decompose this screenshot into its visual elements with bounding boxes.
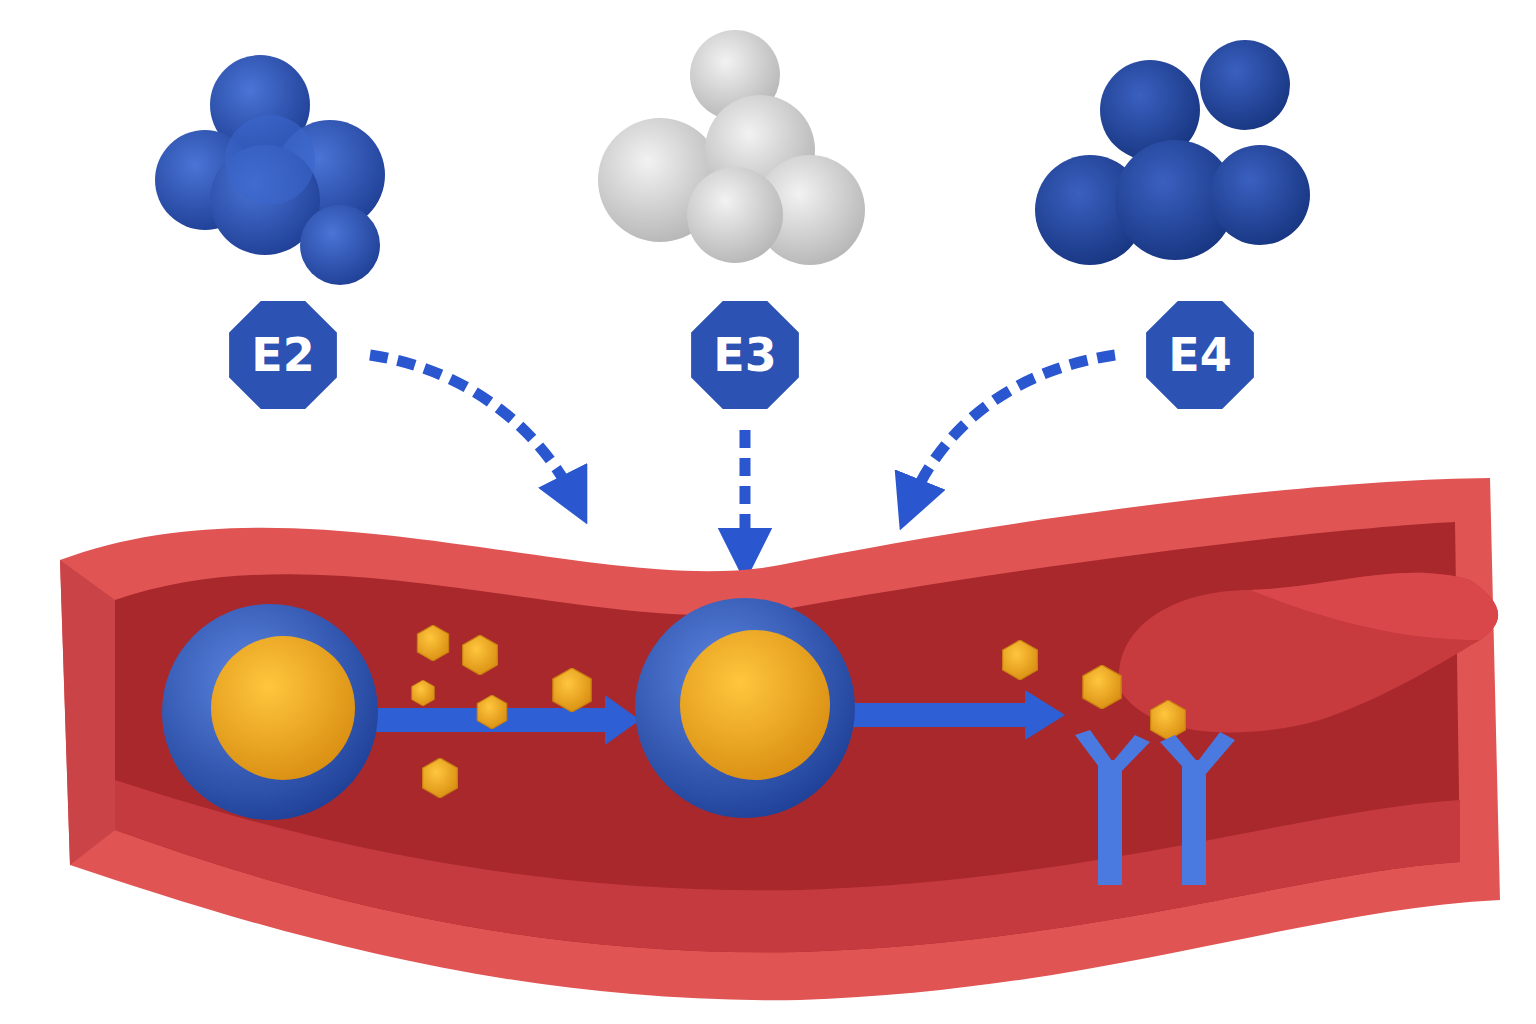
badge-label: E3: [713, 328, 776, 382]
label-badge: E4: [1140, 295, 1260, 415]
blood-vessel: [60, 478, 1500, 1000]
badge-label: E4: [1168, 328, 1231, 382]
receptor: [1075, 730, 1235, 885]
label-badge: E3: [685, 295, 805, 415]
lipid-particle: [412, 625, 1186, 798]
protein-cluster: [1035, 40, 1310, 265]
protein-cluster: [598, 30, 865, 265]
protein-cluster: [155, 55, 385, 285]
label-badge: E2: [223, 295, 343, 415]
lipoprotein-particle: [162, 598, 855, 820]
badge-label: E2: [251, 328, 314, 382]
